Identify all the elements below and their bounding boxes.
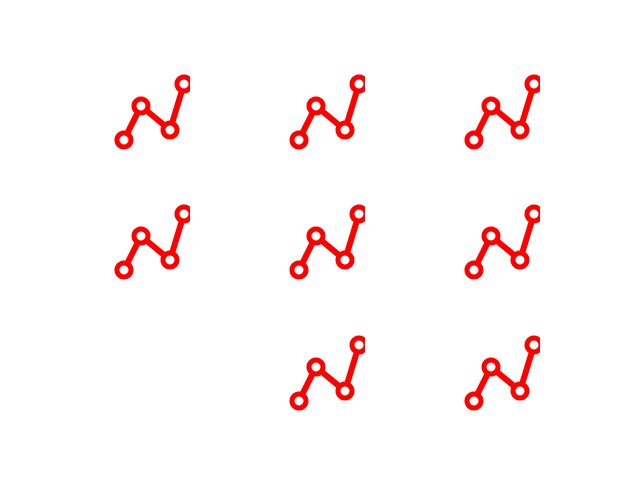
chart-node: [335, 250, 355, 270]
line-chart-icon: [460, 333, 540, 413]
chart-line: [121, 81, 187, 143]
chart-node: [306, 96, 326, 116]
chart-node: [510, 120, 530, 140]
chart-line: [121, 211, 187, 273]
chart-node: [524, 204, 540, 224]
chart-node: [335, 381, 355, 401]
chart-node: [160, 120, 180, 140]
chart-node: [524, 335, 540, 355]
chart-node: [481, 357, 501, 377]
chart-node: [464, 260, 484, 280]
line-chart-icon: [285, 202, 365, 282]
chart-node: [481, 226, 501, 246]
chart-line: [296, 342, 362, 404]
chart-node: [114, 130, 134, 150]
chart-node: [510, 250, 530, 270]
chart-node: [306, 357, 326, 377]
line-chart-icon: [110, 72, 190, 152]
line-chart-icon: [460, 202, 540, 282]
line-chart-icon: [460, 72, 540, 152]
chart-node: [160, 250, 180, 270]
chart-node: [349, 335, 365, 355]
chart-node: [289, 391, 309, 411]
line-chart-icon: [285, 72, 365, 152]
chart-node: [174, 74, 190, 94]
chart-node: [510, 381, 530, 401]
chart-node: [306, 226, 326, 246]
chart-node: [349, 74, 365, 94]
chart-node: [335, 120, 355, 140]
chart-node: [174, 204, 190, 224]
chart-line: [471, 211, 537, 273]
chart-line: [296, 211, 362, 273]
chart-line: [471, 81, 537, 143]
chart-node: [131, 96, 151, 116]
chart-node: [289, 130, 309, 150]
chart-node: [131, 226, 151, 246]
chart-node: [114, 260, 134, 280]
line-chart-icon: [110, 202, 190, 282]
chart-node: [464, 130, 484, 150]
chart-node: [349, 204, 365, 224]
chart-node: [289, 260, 309, 280]
chart-node: [481, 96, 501, 116]
chart-line: [471, 342, 537, 404]
chart-node: [524, 74, 540, 94]
line-chart-icon: [285, 333, 365, 413]
chart-node: [464, 391, 484, 411]
chart-line: [296, 81, 362, 143]
